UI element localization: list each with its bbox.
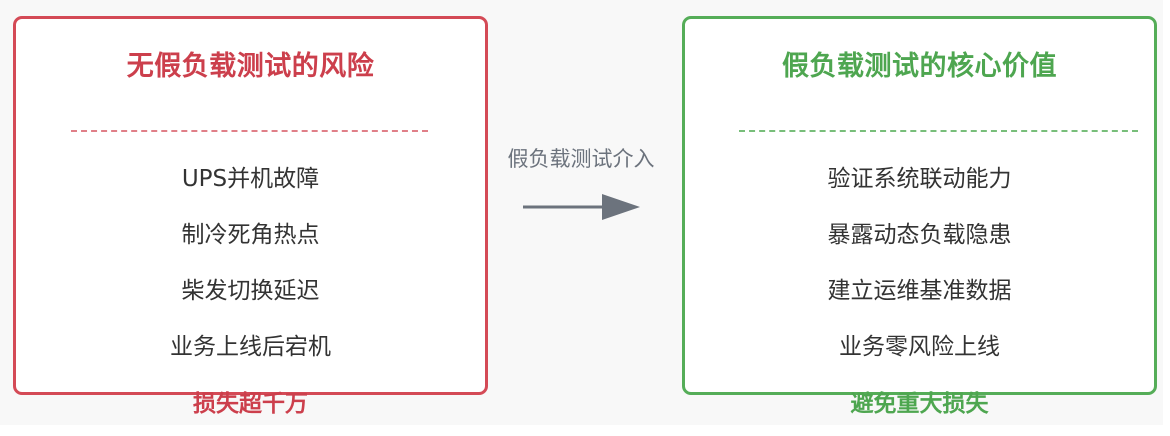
value-item: 验证系统联动能力 — [827, 166, 1012, 192]
risk-list: UPS并机故障 制冷死角热点 柴发切换延迟 业务上线后宕机 — [16, 163, 485, 387]
risk-item: 业务上线后宕机 — [170, 334, 331, 360]
value-list: 验证系统联动能力 暴露动态负载隐患 建立运维基准数据 业务零风险上线 — [685, 163, 1154, 387]
risk-panel-divider — [71, 130, 428, 132]
arrow-right-icon — [523, 194, 640, 220]
risk-panel-title: 无假负载测试的风险 — [126, 51, 375, 82]
risk-item: 制冷死角热点 — [181, 222, 320, 248]
value-panel: 假负载测试的核心价值 验证系统联动能力 暴露动态负载隐患 建立运维基准数据 业务… — [682, 16, 1157, 395]
risk-item: 柴发切换延迟 — [181, 278, 320, 304]
value-item: 暴露动态负载隐患 — [827, 222, 1012, 248]
connector-label: 假负载测试介入 — [507, 147, 655, 171]
value-panel-divider — [739, 130, 1138, 132]
value-footer-label: 避免重大损失 — [850, 391, 989, 417]
value-panel-title: 假负载测试的核心价值 — [782, 51, 1057, 82]
value-item: 业务零风险上线 — [839, 334, 1000, 360]
value-item: 建立运维基准数据 — [827, 278, 1012, 304]
diagram-canvas: 无假负载测试的风险 UPS并机故障 制冷死角热点 柴发切换延迟 业务上线后宕机 … — [13, 16, 1157, 417]
risk-panel: 无假负载测试的风险 UPS并机故障 制冷死角热点 柴发切换延迟 业务上线后宕机 — [13, 16, 488, 395]
risk-footer-label: 损失超千万 — [193, 391, 308, 417]
risk-item: UPS并机故障 — [181, 166, 320, 192]
